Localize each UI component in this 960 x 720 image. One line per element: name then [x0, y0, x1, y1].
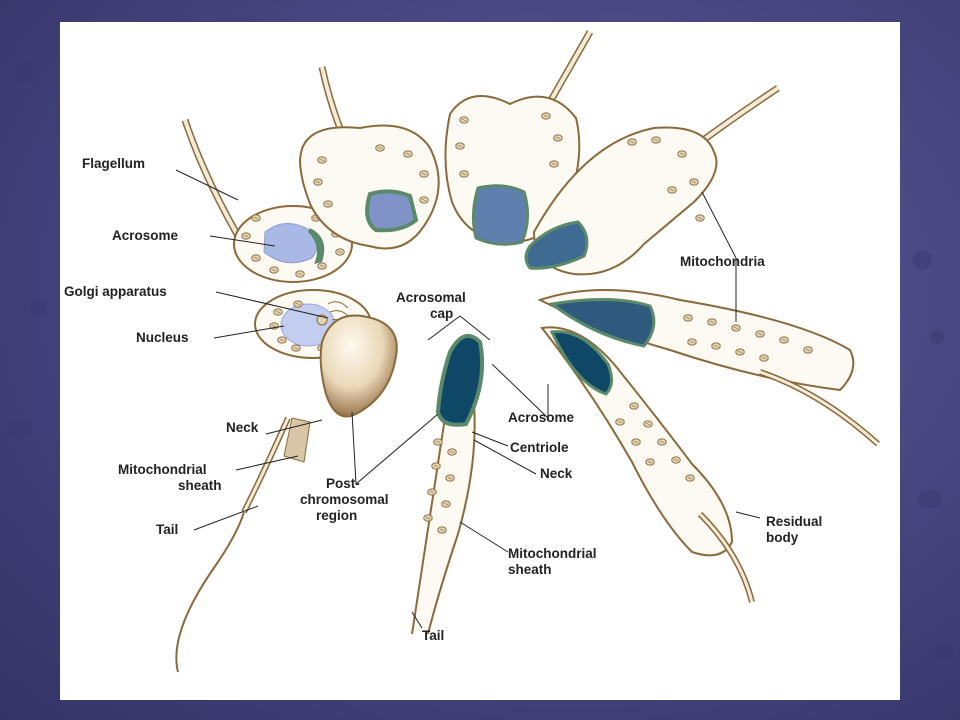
label-tail-right: Tail	[422, 628, 444, 643]
label-centriole: Centriole	[510, 440, 569, 455]
label-residual-body-line2: body	[766, 530, 799, 545]
spermiogenesis-diagram: Flagellum Acrosome Golgi apparatus Nucle…	[64, 30, 881, 673]
background-bubble	[912, 250, 932, 270]
background-bubble	[930, 330, 944, 344]
background-bubble	[14, 60, 36, 82]
label-mito-sheath-left-line2: sheath	[178, 478, 222, 493]
spermatid-cap-stage-2	[298, 66, 440, 250]
background-bubble	[30, 300, 46, 316]
label-mitochondria: Mitochondria	[680, 254, 765, 269]
label-neck-left: Neck	[226, 420, 259, 435]
label-residual-body-line1: Residual	[766, 514, 822, 529]
label-acrosome-left: Acrosome	[112, 228, 179, 243]
label-mito-sheath-right-line2: sheath	[508, 562, 552, 577]
background-bubble	[24, 600, 42, 618]
label-nucleus: Nucleus	[136, 330, 189, 345]
labels: Flagellum Acrosome Golgi apparatus Nucle…	[64, 156, 822, 643]
background-bubble	[6, 420, 32, 440]
background-bubble	[935, 640, 955, 660]
label-acrosome-right: Acrosome	[508, 410, 575, 425]
label-post-line2: chromosomal	[300, 492, 389, 507]
label-acrosomal-cap-line2: cap	[430, 306, 453, 321]
label-neck-right: Neck	[540, 466, 573, 481]
label-post-line1: Post-	[326, 476, 360, 491]
spermatid-acrosome-stage-2	[524, 85, 780, 276]
label-mito-sheath-left-line1: Mitochondrial	[118, 462, 207, 477]
label-mito-sheath-right-line1: Mitochondrial	[508, 546, 597, 561]
label-post-line3: region	[316, 508, 357, 523]
label-flagellum: Flagellum	[82, 156, 145, 171]
diagram-panel: Flagellum Acrosome Golgi apparatus Nucle…	[60, 22, 900, 700]
label-golgi-apparatus: Golgi apparatus	[64, 284, 167, 299]
label-tail-left: Tail	[156, 522, 178, 537]
spermatid-elongation-stage	[537, 289, 881, 447]
leader-lines	[175, 169, 761, 629]
spermatozoon-left	[175, 314, 398, 673]
spermatozoon-center	[411, 333, 485, 635]
spermatid-cap-stage-1	[181, 118, 353, 283]
label-acrosomal-cap-line1: Acrosomal	[396, 290, 466, 305]
background-bubble	[918, 490, 942, 508]
spermatid-residual-body-stage	[540, 326, 755, 603]
